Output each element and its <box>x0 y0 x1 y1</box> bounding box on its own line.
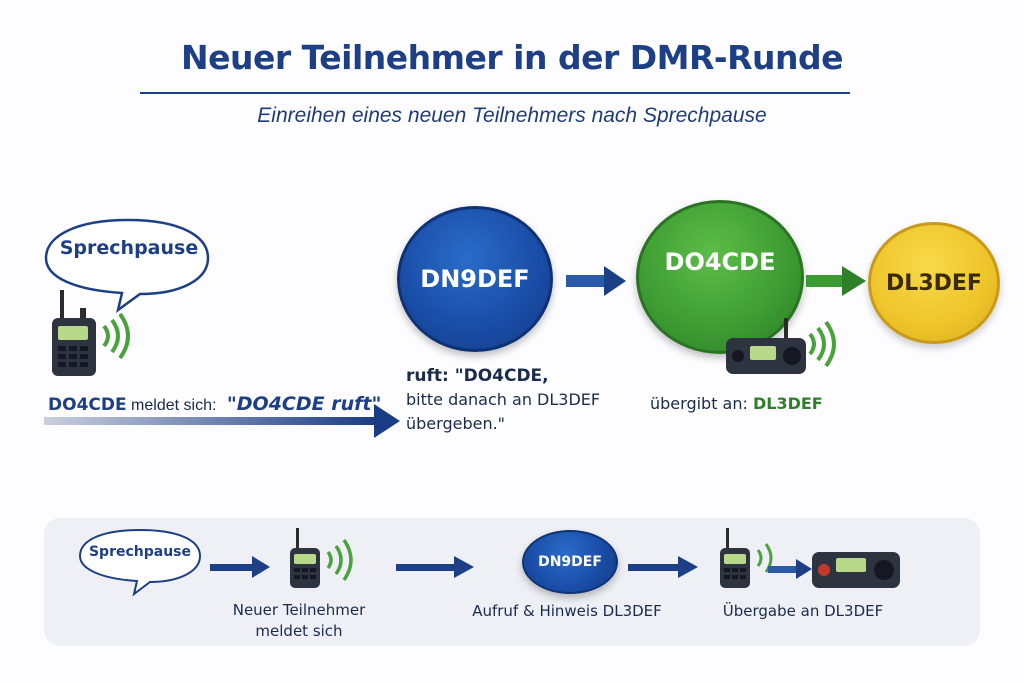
node-dl3def-label: DL3DEF <box>886 270 982 296</box>
dn9def-caption: ruft: "DO4CDE, bitte danach an DL3DEF üb… <box>406 364 600 436</box>
node-do4cde-label: DO4CDE <box>664 248 776 276</box>
page-title: Neuer Teilnehmer in der DMR-Runde <box>181 38 843 77</box>
bubble-label: Sprechpause <box>59 237 199 259</box>
summary-arrow-2 <box>396 556 474 578</box>
newcomer-text: meldet sich: <box>131 397 217 414</box>
speech-bubble-small <box>78 528 202 597</box>
do4cde-caption-prefix: übergibt an: <box>650 394 748 413</box>
node-dn9def: DN9DEF <box>397 206 553 352</box>
newcomer-announcement: DO4CDE meldet sich: "DO4CDE ruft" <box>48 393 381 415</box>
speech-bubble-sprechpause <box>44 218 210 313</box>
handheld-radio-icon <box>52 290 130 376</box>
summary-arrow-3 <box>628 556 698 578</box>
summary-arrow-1 <box>210 556 270 578</box>
do4cde-caption: übergibt an: DL3DEF <box>650 394 823 413</box>
node-dn9def-label: DN9DEF <box>420 265 530 293</box>
summary-step2-label: Aufruf & Hinweis DL3DEF <box>472 602 662 620</box>
summary-step1-line1: Neuer Teilnehmer <box>232 601 366 619</box>
newcomer-quote: "DO4CDE ruft" <box>226 393 382 415</box>
page-subtitle: Einreihen eines neuen Teilnehmers nach S… <box>257 104 767 127</box>
summary-handover-radios-icon <box>720 528 900 588</box>
title-underline <box>140 92 850 94</box>
node-dl3def: DL3DEF <box>868 222 1000 344</box>
summary-step1-label: Neuer Teilnehmer meldet sich <box>224 600 374 642</box>
summary-step3-label: Übergabe an DL3DEF <box>722 602 884 620</box>
summary-handheld-radio-icon <box>290 528 353 588</box>
dn9def-caption-line1: ruft: "DO4CDE, <box>406 366 549 386</box>
arrow-icon-green <box>806 266 866 296</box>
newcomer-callsign: DO4CDE <box>48 395 127 415</box>
summary-bubble-label: Sprechpause <box>88 544 192 560</box>
summary-step1-line2: meldet sich <box>255 622 343 640</box>
dn9def-caption-line3: übergeben." <box>406 414 506 433</box>
do4cde-caption-target: DL3DEF <box>752 394 823 413</box>
dn9def-caption-line2: bitte danach an DL3DEF <box>406 390 601 409</box>
node-do4cde: DO4CDE <box>636 200 804 354</box>
long-arrow-icon <box>44 404 400 438</box>
summary-node-dn9def: DN9DEF <box>522 530 618 594</box>
mobile-radio-icon <box>726 318 836 374</box>
summary-node-dn9def-label: DN9DEF <box>538 554 602 570</box>
arrow-icon <box>566 266 626 296</box>
